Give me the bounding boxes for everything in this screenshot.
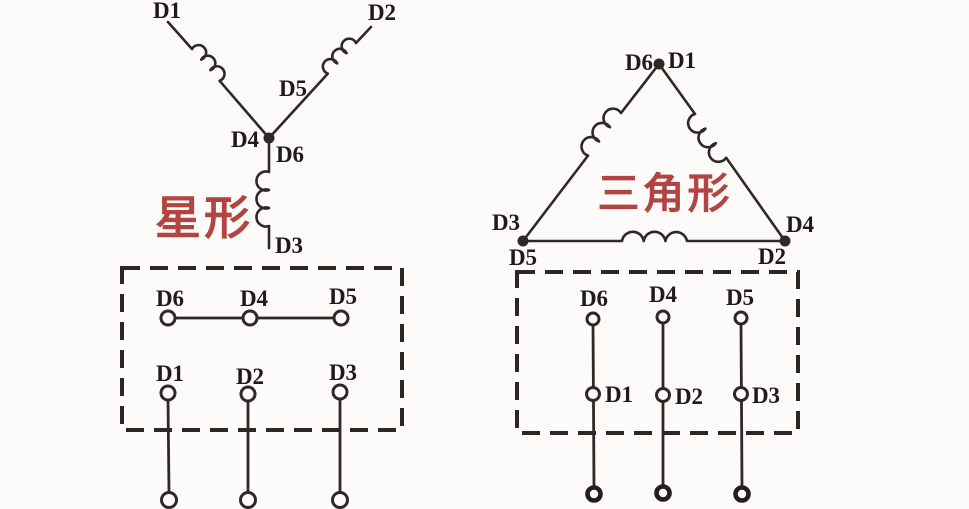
star-box-label-d5: D5 [329,284,357,309]
delta-link-d6-d1 [591,323,596,489]
delta-terminal-d6 [585,311,601,327]
star-box-label-d6: D6 [156,286,184,311]
delta-left-junction-dot [517,235,529,247]
delta-winding-left-coil [521,62,661,243]
delta-label-d6: D6 [625,50,653,75]
delta-right-junction-dot [779,235,791,247]
star-winding-d2-coil [267,25,373,140]
star-supply-terminal-1 [160,491,178,509]
star-label-d5: D5 [279,76,307,101]
star-lead-d1 [166,398,171,494]
star-terminal-d3 [331,383,349,401]
delta-terminal-d2 [655,387,671,403]
delta-terminal-d3 [733,386,749,402]
star-label-d2: D2 [368,0,396,25]
delta-label-d3: D3 [492,210,520,235]
delta-box-label-d4: D4 [649,282,678,307]
star-terminal-box: D6 D4 D5 D1 D2 D3 [120,266,404,509]
delta-supply-terminal-3 [733,485,751,503]
star-terminal-d4 [241,309,259,327]
star-label-d4: D4 [231,127,260,152]
delta-label-d1: D1 [668,48,696,73]
star-terminal-d1 [159,384,177,402]
star-neutral-junction-dot [263,132,275,144]
delta-terminal-box: D6 D4 D5 D1 D2 D3 [515,270,800,503]
delta-terminal-d1 [585,386,601,402]
delta-title: 三角形 [597,171,732,218]
star-title: 星形 [155,193,253,244]
star-winding-d1-coil [166,20,271,140]
delta-winding-bottom-coil [521,230,787,243]
delta-connection-diagram: D6 D1 D3 D5 D4 D2 三角形 [492,48,815,270]
delta-box-label-d2: D2 [675,384,703,409]
delta-label-d5: D5 [509,245,537,270]
delta-terminal-box-border [515,270,800,435]
delta-box-label-d6: D6 [580,286,608,311]
delta-link-d5-d3 [739,323,744,489]
star-box-label-d4: D4 [240,286,269,311]
star-box-label-d3: D3 [329,360,357,385]
star-box-label-d2: D2 [236,364,264,389]
star-label-d3: D3 [275,233,303,258]
star-supply-terminal-3 [331,491,349,509]
delta-box-label-d5: D5 [726,285,754,310]
delta-label-d2: D2 [758,244,786,269]
star-supply-terminal-2 [239,491,257,509]
star-terminal-d2 [239,385,257,403]
delta-supply-terminal-2 [654,484,672,502]
star-box-label-d1: D1 [156,361,184,386]
delta-apex-junction-dot [653,58,665,70]
delta-winding-right-coil [657,62,787,243]
star-label-d6: D6 [276,142,304,167]
delta-terminal-d4 [655,309,671,325]
delta-label-d4: D4 [786,212,815,237]
star-terminal-d5 [332,309,350,327]
delta-supply-terminal-1 [585,485,603,503]
star-label-d1: D1 [153,0,181,23]
star-winding-d3-coil [255,136,271,250]
star-connection-diagram: D1 D2 D5 D4 D6 D3 星形 [153,0,396,258]
delta-terminal-d5 [733,310,749,326]
star-terminal-box-border [120,266,404,432]
delta-box-label-d3: D3 [752,383,780,408]
star-terminal-d6 [159,309,177,327]
delta-box-label-d1: D1 [605,382,633,407]
